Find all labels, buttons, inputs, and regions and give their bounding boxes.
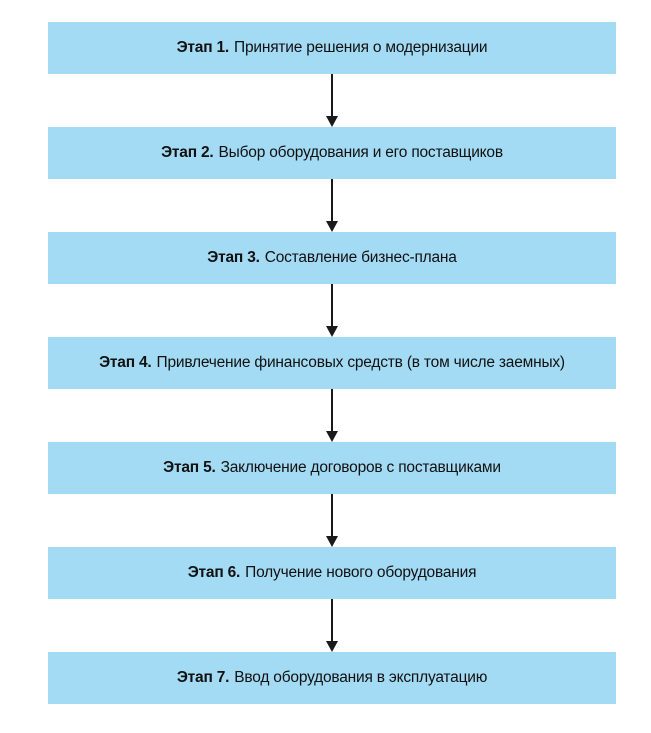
stage-box-3: Этап 3. Составление бизнес-плана xyxy=(48,232,616,284)
arrow-line xyxy=(331,494,333,536)
stage-description: Привлечение финансовых средств (в том чи… xyxy=(156,354,566,372)
stage-label: Этап 3. xyxy=(207,249,260,267)
flow-arrow-1 xyxy=(326,74,338,127)
stage-box-2: Этап 2. Выбор оборудования и его поставщ… xyxy=(48,127,616,179)
arrow-down-icon xyxy=(326,326,338,337)
stage-box-5: Этап 5. Заключение договоров с поставщик… xyxy=(48,442,616,494)
arrow-down-icon xyxy=(326,431,338,442)
stage-label: Этап 4. xyxy=(99,354,152,372)
flow-arrow-6 xyxy=(326,599,338,652)
stage-label: Этап 1. xyxy=(176,39,230,57)
stage-description: Составление бизнес-плана xyxy=(264,249,457,267)
flow-arrow-5 xyxy=(326,494,338,547)
stage-box-1: Этап 1. Принятие решения о модернизации xyxy=(48,22,616,74)
arrow-line xyxy=(331,74,333,116)
stage-description: Ввод оборудования в эксплуатацию xyxy=(234,669,488,687)
stage-description: Принятие решения о модернизации xyxy=(234,39,488,57)
stage-label: Этап 6. xyxy=(187,564,241,582)
stage-box-6: Этап 6. Получение нового оборудования xyxy=(48,547,616,599)
stage-box-7: Этап 7. Ввод оборудования в эксплуатацию xyxy=(48,652,616,704)
stage-label: Этап 7. xyxy=(176,669,230,687)
arrow-line xyxy=(331,389,333,431)
arrow-down-icon xyxy=(326,116,338,127)
stage-description: Заключение договоров с поставщиками xyxy=(220,459,501,477)
arrow-down-icon xyxy=(326,221,338,232)
arrow-line xyxy=(331,599,333,641)
stage-label: Этап 2. xyxy=(161,144,214,162)
stage-label: Этап 5. xyxy=(163,459,216,477)
stage-description: Получение нового оборудования xyxy=(245,564,477,582)
stage-box-4: Этап 4. Привлечение финансовых средств (… xyxy=(48,337,616,389)
stage-description: Выбор оборудования и его поставщиков xyxy=(218,144,504,162)
arrow-down-icon xyxy=(326,536,338,547)
flow-arrow-4 xyxy=(326,389,338,442)
arrow-line xyxy=(331,284,333,326)
flow-arrow-2 xyxy=(326,179,338,232)
arrow-down-icon xyxy=(326,641,338,652)
arrow-line xyxy=(331,179,333,221)
flow-arrow-3 xyxy=(326,284,338,337)
